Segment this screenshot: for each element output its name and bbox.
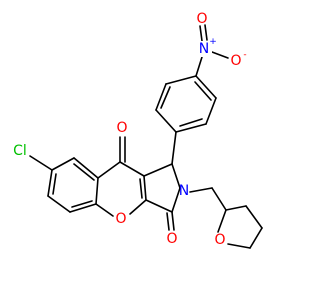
bond xyxy=(95,177,99,205)
bond xyxy=(119,161,145,177)
bond xyxy=(71,200,93,208)
bond xyxy=(171,211,175,231)
nitro-nitrogen-charge: + xyxy=(209,37,217,47)
bond xyxy=(73,157,99,179)
bond xyxy=(69,203,97,213)
bond xyxy=(199,25,203,42)
bond xyxy=(51,157,75,171)
bond xyxy=(195,75,217,99)
ketone-oxygen-label: O xyxy=(116,120,127,136)
chlorine-label: Cl xyxy=(13,143,27,159)
bond xyxy=(211,51,229,59)
lactam-oxygen-label: O xyxy=(166,231,177,247)
structure-canvas: N + O O - Cl O O O N O xyxy=(13,11,263,249)
bond xyxy=(97,161,121,179)
bond xyxy=(95,203,114,217)
thf-oxygen-label: O xyxy=(214,232,225,248)
bond xyxy=(205,97,217,125)
bond xyxy=(195,56,203,77)
bond xyxy=(166,212,170,231)
bond xyxy=(129,199,147,215)
bond xyxy=(165,75,197,85)
bond xyxy=(204,24,208,41)
lactam-nitrogen-label: N xyxy=(179,183,189,199)
bond xyxy=(194,81,212,101)
bond xyxy=(211,187,227,211)
bond xyxy=(245,205,263,229)
bond xyxy=(225,205,247,211)
bond xyxy=(73,163,95,181)
molecule-drawing: N + O O - Cl O O O N O xyxy=(13,11,263,249)
bond xyxy=(175,123,207,133)
bond xyxy=(155,83,167,111)
bond xyxy=(171,187,181,213)
nitro-nitrogen-label: N xyxy=(199,41,209,57)
bond xyxy=(160,86,171,109)
bond xyxy=(227,243,251,249)
bond xyxy=(145,199,173,213)
bond xyxy=(29,155,53,171)
bond xyxy=(179,118,203,127)
bond xyxy=(143,163,173,177)
bond xyxy=(249,227,263,249)
bond xyxy=(139,178,143,199)
bond xyxy=(143,175,147,201)
bond xyxy=(52,173,57,195)
bond xyxy=(171,163,181,189)
bond xyxy=(47,169,53,197)
bond xyxy=(217,209,227,233)
nitro-oxygen-top-label: O xyxy=(196,11,207,27)
atom-labels: N + O O - Cl O O O N O xyxy=(13,11,246,248)
bond xyxy=(47,195,71,213)
pyran-oxygen-label: O xyxy=(115,211,126,227)
bond xyxy=(189,187,213,193)
nitro-oxygen-charge: - xyxy=(243,50,246,60)
bond-group xyxy=(29,24,263,249)
bond xyxy=(171,131,177,165)
nitro-oxygen-right-label: O xyxy=(230,53,241,69)
bond xyxy=(155,109,177,133)
